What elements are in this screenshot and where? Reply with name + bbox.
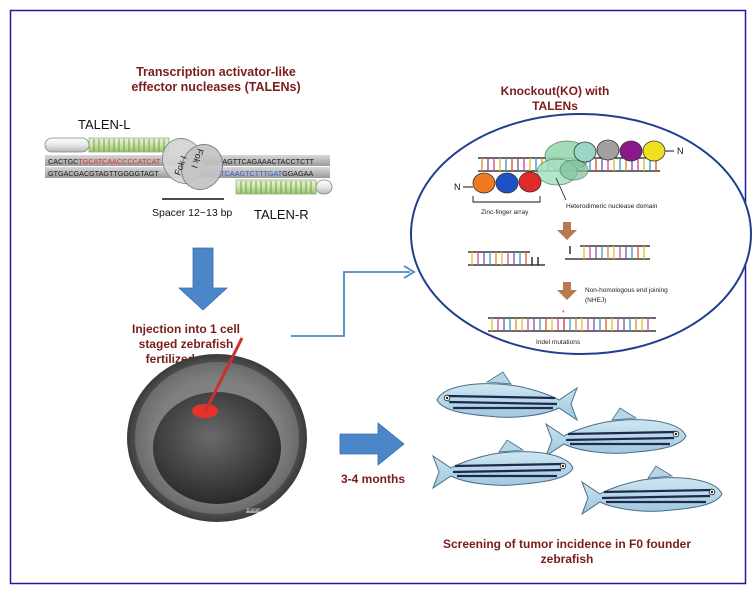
- spacer-label: Spacer 12~13 bp: [152, 207, 232, 219]
- svg-text:CACTGCTGCATCAACCCCATCAT: CACTGCTGCATCAACCCCATCAT: [48, 157, 161, 166]
- process-arrow-2: [557, 282, 577, 300]
- n-label-top: N: [677, 146, 684, 156]
- zebrafish-1: [436, 371, 579, 422]
- nhej-line2: (NHEJ): [585, 297, 606, 304]
- down-arrow: [177, 247, 229, 311]
- talens-title-line2: effector nucleases (TALENs): [131, 80, 300, 94]
- indel-label: Indel mutations: [536, 339, 581, 346]
- dna-repaired: *: [488, 310, 656, 332]
- nuclease-cluster: [536, 140, 590, 186]
- talen-r-label: TALEN-R: [254, 207, 309, 222]
- dna-bottom-blue: CCTCTTCAAGTCTTTGAT: [196, 169, 283, 178]
- fok-i-domains: Fok I Fok I: [161, 138, 224, 190]
- dna-top-red: TGCATCAACCCCATCAT: [78, 157, 160, 166]
- screening-line1: Screening of tumor incidence in F0 found…: [443, 537, 691, 551]
- dna-top-right: GGAGAAGTTCAGAAACTACCTCTT: [196, 157, 315, 166]
- knockout-title-line1: Knockout(KO) with: [501, 84, 610, 98]
- zebrafish-4: [580, 465, 723, 516]
- knockout-ellipse: [410, 113, 752, 355]
- talens-title-line1: Transcription activator-like: [136, 65, 296, 79]
- hetero-label: Heterodimeric nuclease domain: [566, 203, 658, 210]
- dna-top-left: CACTGC: [48, 157, 78, 166]
- zebrafish-egg: 0.1mm: [127, 337, 307, 522]
- egg-scale-label: 0.1mm: [247, 507, 261, 512]
- zinc-finger-top: N: [573, 139, 684, 163]
- connector-arrow-head: [403, 265, 416, 279]
- dna-bottom-left: GTGACGACGTAGTTGGGGTAGT: [48, 169, 159, 178]
- injection-line2: staged zebrafish: [139, 337, 234, 351]
- zinc-label: Zinc-finger array: [481, 209, 529, 216]
- svg-text:CCTCTTCAAGTCTTTGATGGAGAA: CCTCTTCAAGTCTTTGATGGAGAA: [196, 169, 313, 178]
- talen-r-bar: [235, 179, 333, 195]
- screening-line2: zebrafish: [541, 552, 594, 566]
- talen-l-bar: [44, 137, 170, 153]
- zebrafish-2: [544, 407, 687, 458]
- injection-line1: Injection into 1 cell: [132, 322, 240, 336]
- nhej-line1: Non-homologous end joining: [585, 287, 668, 294]
- dna-bottom-right: GGAGAA: [282, 169, 313, 178]
- months-arrow: [339, 422, 405, 466]
- svg-text:*: *: [562, 310, 565, 317]
- zinc-finger-bottom: N: [454, 171, 542, 194]
- months-label: 3-4 months: [341, 472, 405, 486]
- talen-l-label: TALEN-L: [78, 117, 131, 132]
- n-label-bottom: N: [454, 182, 461, 192]
- knockout-title-line2: TALENs: [532, 99, 578, 113]
- hetero-pointer: [555, 177, 567, 201]
- process-arrow-1: [557, 222, 577, 240]
- connector-arrow-line: [291, 271, 410, 337]
- zebrafish-3: [431, 439, 574, 490]
- zinc-bracket: [472, 196, 541, 203]
- dna-broken: [468, 245, 650, 266]
